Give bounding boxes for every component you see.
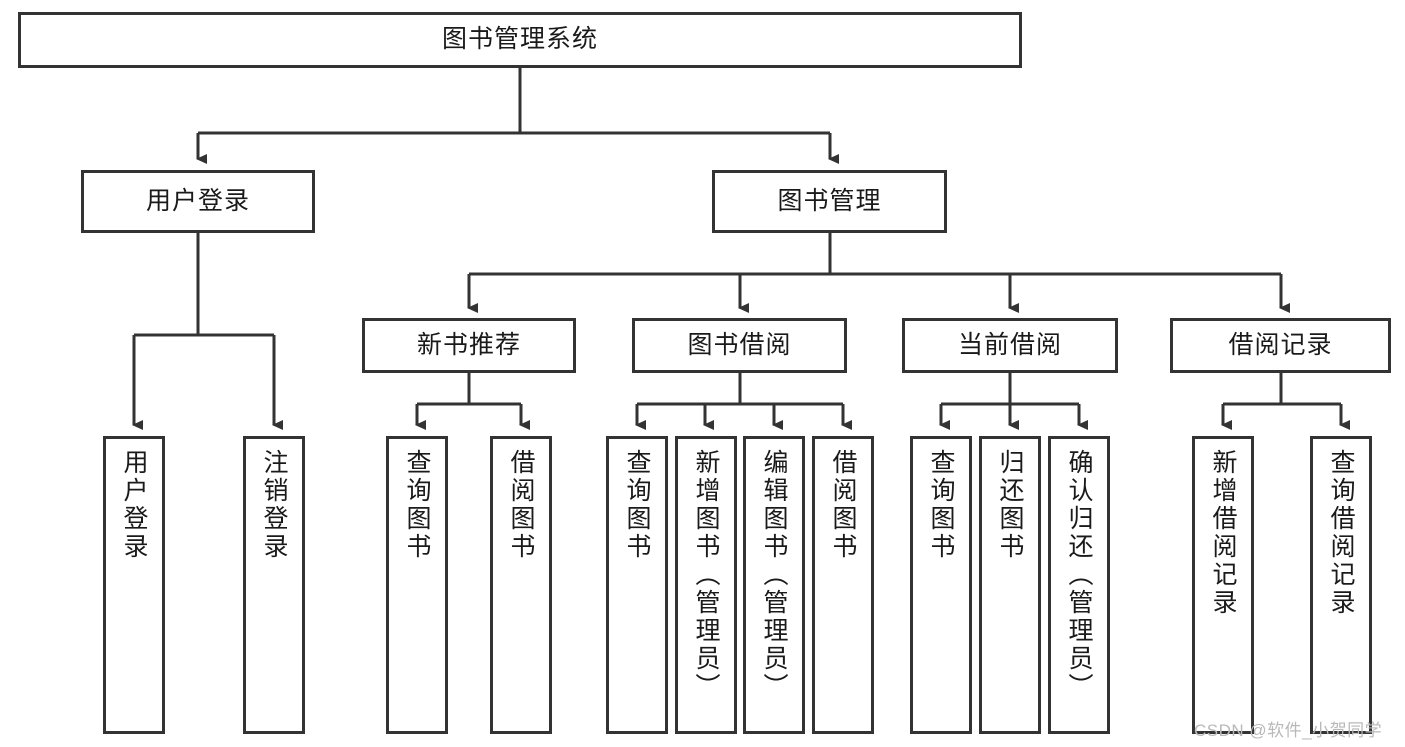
node-label: 确认归还（管理员） <box>1065 449 1093 701</box>
node-label: 新增图书（管理员） <box>692 449 720 701</box>
leaf-edit-book-admin[interactable]: 编辑图书（管理员） <box>743 436 805 734</box>
node-label: 新增借阅记录 <box>1209 449 1237 617</box>
node-label: 借阅图书 <box>829 449 857 561</box>
node-label: 新书推荐 <box>416 330 521 359</box>
leaf-query-borrow-record[interactable]: 查询借阅记录 <box>1310 436 1372 734</box>
node-label: 图书管理 <box>777 186 882 215</box>
leaf-add-borrow-record[interactable]: 新增借阅记录 <box>1192 436 1254 734</box>
leaf-borrow-book-recommend[interactable]: 借阅图书 <box>490 436 552 734</box>
node-label: 借阅图书 <box>507 449 535 561</box>
node-label: 查询借阅记录 <box>1327 449 1355 617</box>
node-label: 归还图书 <box>996 449 1024 561</box>
watermark: CSDN @软件_小贺同学 <box>1194 721 1383 740</box>
node-book-borrow[interactable]: 图书借阅 <box>632 318 847 373</box>
node-label: 借阅记录 <box>1228 330 1333 359</box>
node-label: 用户登录 <box>120 449 148 561</box>
leaf-add-book-admin[interactable]: 新增图书（管理员） <box>675 436 737 734</box>
node-user-login[interactable]: 用户登录 <box>81 170 315 233</box>
node-book-management[interactable]: 图书管理 <box>712 170 947 233</box>
node-book-management-system[interactable]: 图书管理系统 <box>18 12 1022 68</box>
leaf-confirm-return-admin[interactable]: 确认归还（管理员） <box>1048 436 1110 734</box>
node-new-book-recommend[interactable]: 新书推荐 <box>362 318 576 373</box>
node-label: 编辑图书（管理员） <box>760 449 788 701</box>
node-label: 用户登录 <box>145 186 250 215</box>
leaf-query-book-recommend[interactable]: 查询图书 <box>386 436 448 734</box>
leaf-query-book-borrow[interactable]: 查询图书 <box>606 436 668 734</box>
node-label: 图书管理系统 <box>441 25 598 54</box>
leaf-borrow-book[interactable]: 借阅图书 <box>812 436 874 734</box>
node-label: 注销登录 <box>260 449 288 561</box>
leaf-user-login[interactable]: 用户登录 <box>103 436 165 734</box>
leaf-query-book-current[interactable]: 查询图书 <box>910 436 972 734</box>
node-current-borrow[interactable]: 当前借阅 <box>902 318 1118 373</box>
leaf-return-book[interactable]: 归还图书 <box>979 436 1041 734</box>
node-label: 查询图书 <box>927 449 955 561</box>
node-label: 图书借阅 <box>687 330 792 359</box>
leaf-logout-login[interactable]: 注销登录 <box>243 436 305 734</box>
node-label: 查询图书 <box>623 449 651 561</box>
node-label: 查询图书 <box>403 449 431 561</box>
node-borrow-record[interactable]: 借阅记录 <box>1170 318 1391 373</box>
node-label: 当前借阅 <box>957 330 1062 359</box>
